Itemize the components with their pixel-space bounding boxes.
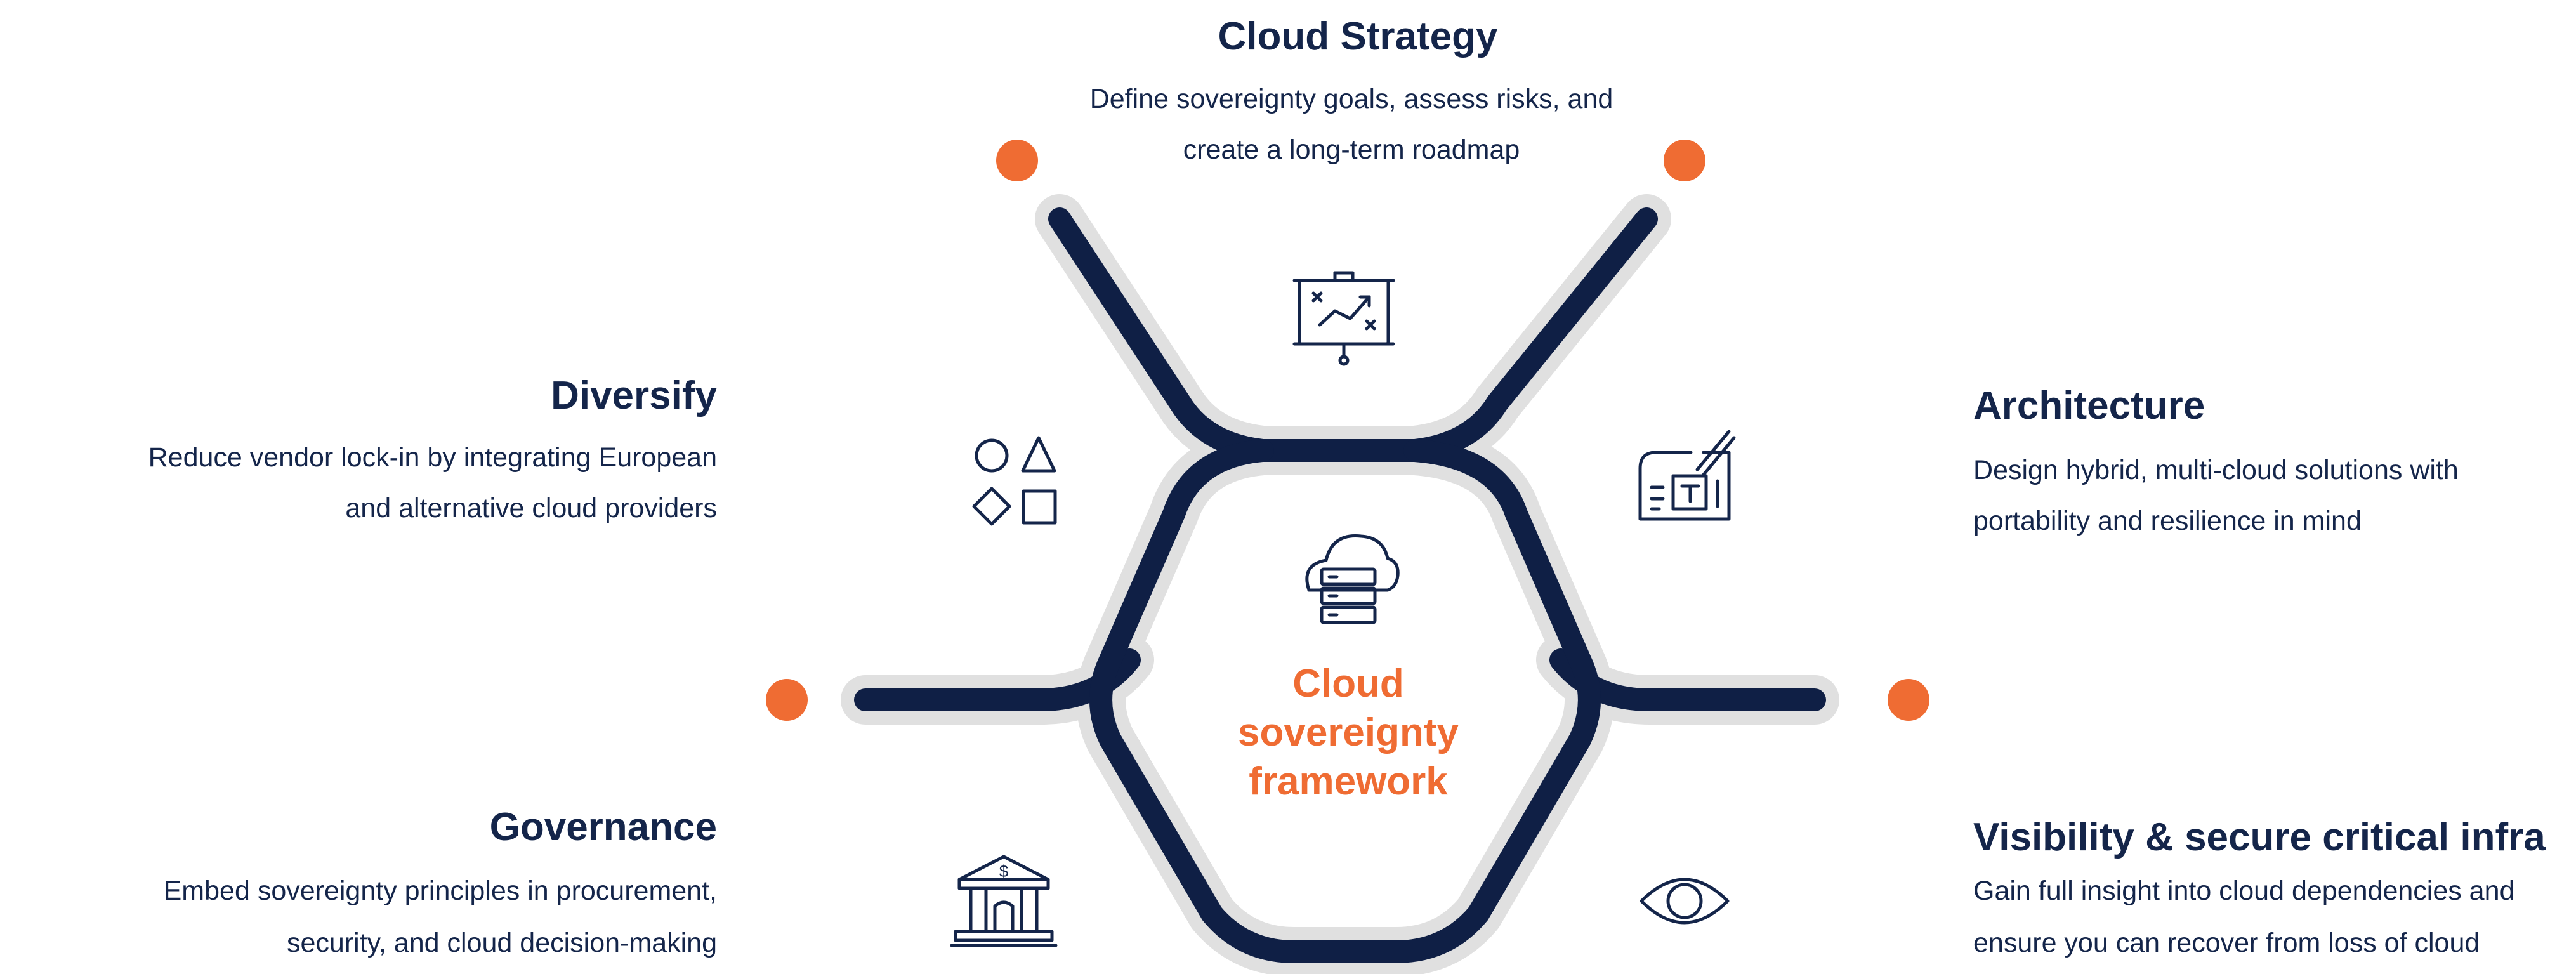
architecture-title: Architecture — [1973, 384, 2205, 428]
architecture-desc-line-1: Design hybrid, multi-cloud solutions wit… — [1973, 455, 2459, 485]
diversify-desc-line-1: Reduce vendor lock-in by integrating Eur… — [148, 442, 717, 473]
endpoint-dot-right — [1888, 679, 1929, 721]
eye-icon — [1640, 878, 1730, 925]
shapes-icon — [972, 436, 1057, 526]
endpoint-dot-left — [766, 679, 808, 721]
blueprint-icon — [1638, 430, 1736, 521]
center-label-line-2: sovereignty — [1238, 711, 1459, 754]
architecture-desc-line-2: portability and resilience in mind — [1973, 506, 2362, 536]
network-lines — [854, 207, 1826, 963]
visibility-desc-line-1: Gain full insight into cloud dependencie… — [1973, 876, 2514, 906]
visibility-title: Visibility & secure critical infra — [1973, 815, 2546, 859]
governance-title: Governance — [490, 805, 717, 849]
center-cloud-server-icon — [1305, 534, 1400, 624]
presentation-chart-icon — [1292, 271, 1395, 366]
center-label-line-3: framework — [1249, 760, 1448, 803]
cloud-strategy-desc-line-1: Define sovereignty goals, assess risks, … — [1090, 84, 1613, 114]
cloud-strategy-desc-line-2: create a long-term roadmap — [1183, 135, 1520, 165]
governance-desc-line-1: Embed sovereignty principles in procurem… — [164, 876, 717, 906]
svg-text:$: $ — [999, 862, 1009, 881]
endpoint-dot-top-right — [1664, 140, 1705, 181]
endpoint-dot-top-left — [996, 140, 1038, 181]
visibility-desc-line-2: ensure you can recover from loss of clou… — [1973, 928, 2480, 958]
center-label-line-1: Cloud — [1292, 662, 1404, 706]
cloud-strategy-title: Cloud Strategy — [1218, 15, 1498, 58]
diversify-title: Diversify — [551, 374, 717, 418]
governance-desc-line-2: security, and cloud decision-making — [287, 928, 717, 958]
diversify-desc-line-2: and alternative cloud providers — [345, 493, 717, 523]
bank-icon: $ — [950, 855, 1058, 947]
